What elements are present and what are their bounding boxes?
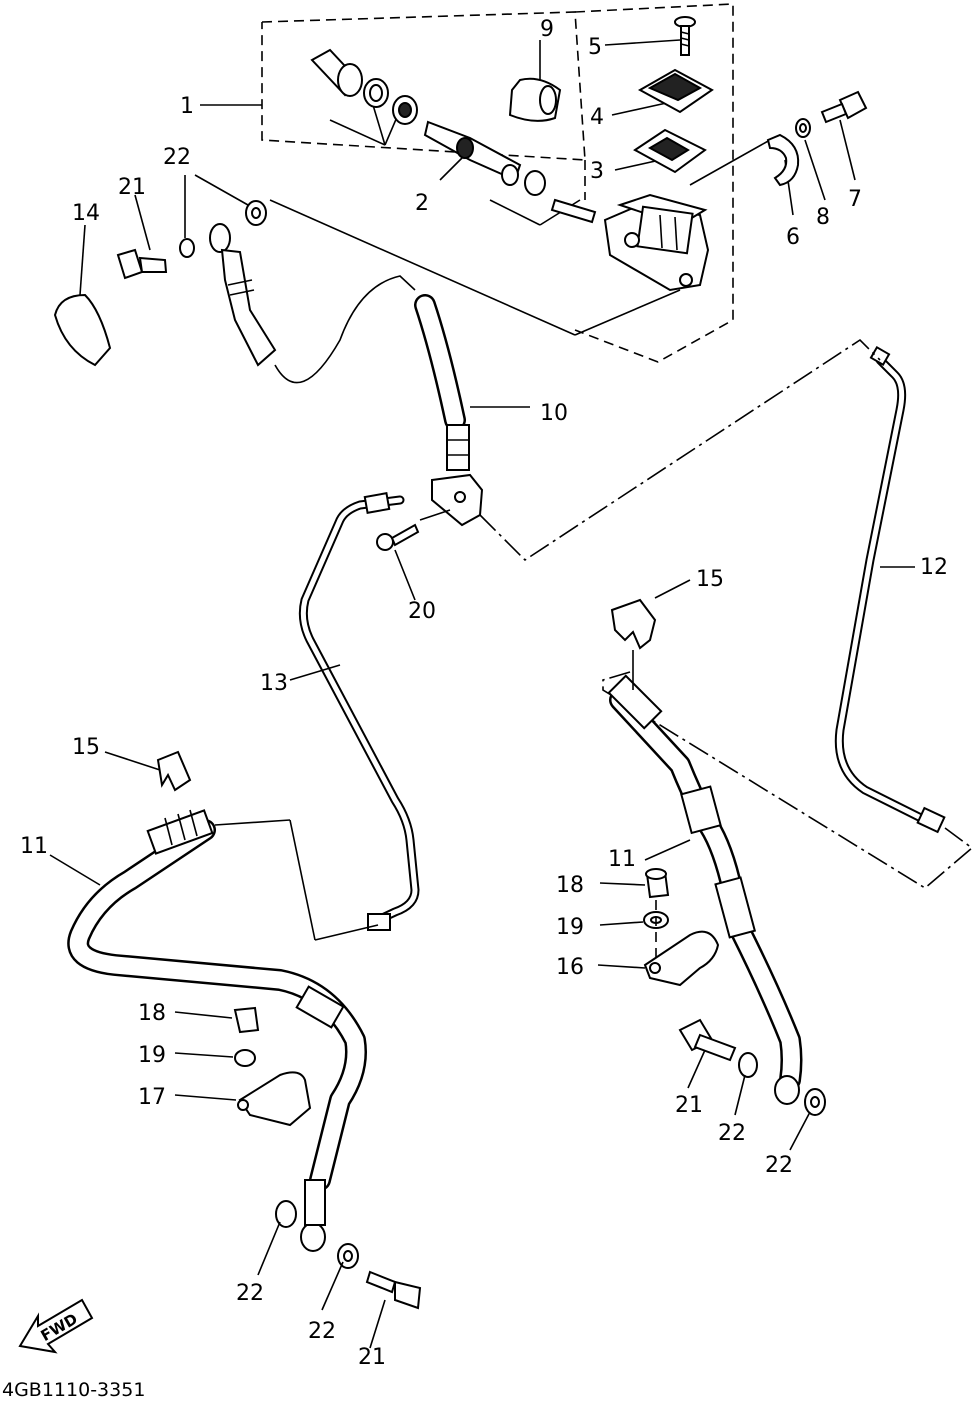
brake-pipe-part-12 [834, 345, 946, 834]
washer-part-22-top-b [245, 200, 267, 226]
reservoir-boot-part-9 [508, 77, 562, 122]
label-19-left: 19 [138, 1043, 166, 1068]
label-7: 7 [848, 187, 862, 212]
washer-part-8 [795, 118, 811, 138]
label-11-left: 11 [20, 834, 48, 859]
label-3: 3 [590, 159, 604, 184]
label-21-lower-left: 21 [358, 1345, 386, 1370]
drawing-code: 4GB1110-3351 [2, 1379, 145, 1401]
label-21-top: 21 [118, 175, 146, 200]
master-cylinder-assembly-outline [261, 3, 734, 363]
label-22-right-b: 22 [765, 1153, 793, 1178]
banjo-hose-end-top [209, 223, 277, 367]
label-15-left: 15 [72, 735, 100, 760]
label-19-right: 19 [556, 915, 584, 940]
union-bolt-part-21-top [116, 248, 168, 280]
chain-line-12 [479, 338, 972, 889]
label-21-lower-right: 21 [675, 1093, 703, 1118]
label-10: 10 [540, 401, 568, 426]
brake-hose-part-11-left [67, 809, 367, 1252]
screw-part-5 [674, 16, 696, 56]
assembly-leader-lines [200, 39, 856, 336]
label-18-right: 18 [556, 873, 584, 898]
label-12: 12 [920, 555, 948, 580]
label-22-lower-left-a: 22 [236, 1281, 264, 1306]
cap-part-14 [53, 293, 112, 367]
label-18-left: 18 [138, 1001, 166, 1026]
clamp-part-6 [766, 133, 800, 187]
label-22-lower-left-b: 22 [308, 1319, 336, 1344]
union-bolt-part-21-lower-right [678, 1018, 737, 1062]
forward-direction-arrow: FWD [18, 1298, 94, 1354]
piston-kit-parts [310, 48, 597, 224]
reservoir-cap-part-4 [637, 68, 714, 114]
label-8: 8 [816, 205, 830, 230]
junction-block [431, 473, 484, 527]
label-13: 13 [260, 671, 288, 696]
leader-lines-top-left [79, 174, 416, 384]
part-number-labels: 1 2 3 4 5 6 7 8 9 10 11 11 12 13 14 15 1… [20, 17, 948, 1370]
label-20: 20 [408, 599, 436, 624]
diaphragm-part-3 [633, 128, 707, 174]
label-9: 9 [540, 17, 554, 42]
bolt-part-7 [820, 90, 868, 124]
label-4: 4 [590, 105, 604, 130]
label-11-right: 11 [608, 847, 636, 872]
washer-part-22-top-a [179, 238, 195, 258]
label-2: 2 [415, 191, 429, 216]
label-6: 6 [786, 225, 800, 250]
washer-part-22-right-b [804, 1088, 826, 1116]
clip-part-15-left [156, 750, 192, 792]
label-1: 1 [180, 94, 194, 119]
brake-pipe-part-13 [298, 492, 420, 931]
bracket-part-16 [643, 930, 720, 987]
union-bolt-part-21-lower-left [365, 1270, 422, 1310]
label-17: 17 [138, 1085, 166, 1110]
washer-part-22-lower-b [337, 1243, 359, 1269]
washer-part-19-left [234, 1049, 256, 1067]
brake-hose-part-11-right [607, 674, 803, 1105]
label-16: 16 [556, 955, 584, 980]
label-22-top: 22 [163, 145, 191, 170]
bolt-part-20 [376, 523, 420, 551]
brake-hose-part-10 [414, 294, 470, 471]
washer-part-22-right-a [738, 1052, 758, 1078]
clip-part-15-right [610, 598, 657, 650]
label-14: 14 [72, 201, 100, 226]
bracket-part-17 [237, 1071, 312, 1127]
bolt-part-18-left [233, 1006, 260, 1034]
master-cylinder-body [603, 193, 710, 292]
label-22-right-a: 22 [718, 1121, 746, 1146]
washer-part-22-lower-a [275, 1200, 297, 1228]
label-15-right: 15 [696, 567, 724, 592]
label-5: 5 [588, 35, 602, 60]
bolt-part-18-right [645, 868, 670, 899]
